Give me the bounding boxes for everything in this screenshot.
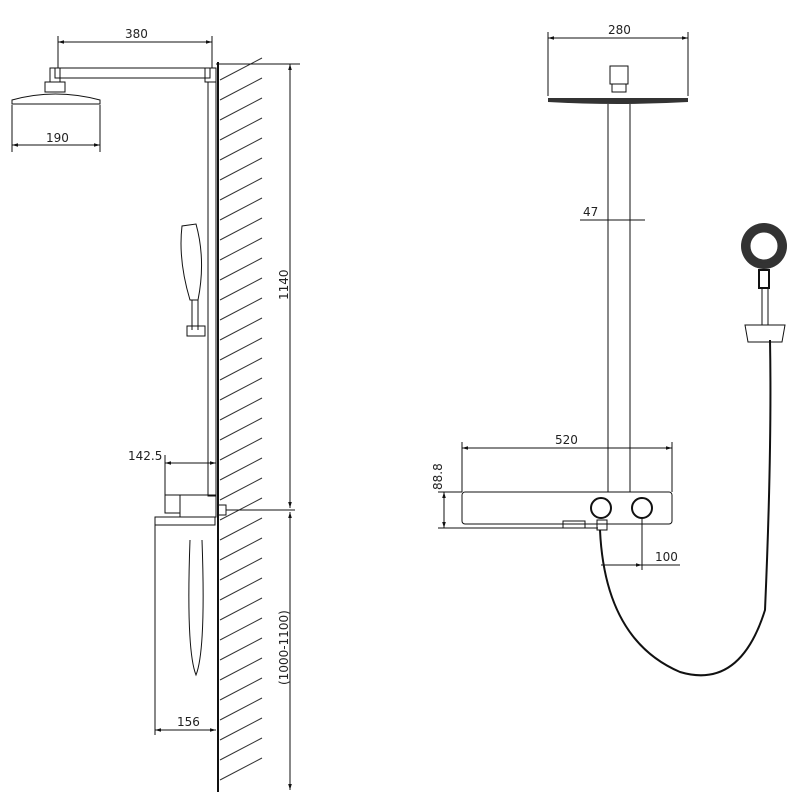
wall-hatch-line bbox=[219, 597, 263, 621]
wall-hatch-line bbox=[219, 437, 263, 461]
wall-hatch-line bbox=[219, 137, 263, 161]
riser-pipe bbox=[207, 81, 217, 497]
mixer-body-side bbox=[154, 494, 295, 526]
hose bbox=[599, 339, 772, 677]
wall-hatch-line bbox=[219, 557, 263, 581]
wall-hatch-line bbox=[219, 617, 263, 641]
dim-knob-spacing: 100 bbox=[655, 550, 678, 564]
dim-pipe-diameter: 47 bbox=[583, 205, 598, 219]
wall-hatch-line bbox=[219, 217, 263, 241]
shelf-mixer bbox=[461, 491, 673, 531]
wall-hatch-line bbox=[219, 377, 263, 401]
dim-head-width: 280 bbox=[608, 23, 631, 37]
dim-install-height: (1000-1100) bbox=[277, 610, 291, 685]
wall-hatch-line bbox=[219, 317, 263, 341]
wall-hatch-line bbox=[219, 457, 263, 481]
riser-pipe-front bbox=[607, 104, 631, 492]
wall-hatch-line bbox=[219, 117, 263, 141]
wall-hatch-line bbox=[219, 277, 263, 301]
dim-height-total: 1140 bbox=[277, 269, 291, 300]
wall-hatch-line bbox=[219, 417, 263, 441]
wall-hatch-line bbox=[219, 237, 263, 261]
wall-hatch-line bbox=[219, 677, 263, 701]
wall-hatch-line bbox=[219, 297, 263, 321]
wall-hatch-line bbox=[219, 657, 263, 681]
wall-hatch-line bbox=[219, 177, 263, 201]
wall-hatch-line bbox=[219, 577, 263, 601]
shower-arm bbox=[49, 67, 217, 83]
temperature-knob bbox=[590, 497, 612, 519]
hand-shower-front bbox=[741, 223, 787, 343]
wall-hatch-line bbox=[219, 497, 263, 521]
dim-mixer-offset: 142.5 bbox=[128, 449, 162, 463]
wall-hatch-line bbox=[219, 157, 263, 181]
wall-hatch-line bbox=[219, 757, 263, 781]
wall-hatch-line bbox=[219, 257, 263, 281]
wall-hatch-line bbox=[219, 477, 263, 501]
wall-hatch-line bbox=[219, 97, 263, 121]
wall-hatch-line bbox=[219, 537, 263, 561]
rain-head-side bbox=[11, 81, 101, 105]
dim-shelf-width: 520 bbox=[555, 433, 578, 447]
wall-hatch-line bbox=[219, 397, 263, 421]
wall-hatch-line bbox=[219, 357, 263, 381]
hand-shower-side bbox=[180, 223, 206, 677]
wall-hatch-line bbox=[219, 517, 263, 541]
wall-hatch-line bbox=[219, 197, 263, 221]
wall bbox=[217, 57, 263, 792]
wall-hatch-line bbox=[219, 697, 263, 721]
dim-arm-length: 380 bbox=[125, 27, 148, 41]
dim-shelf-height: 88.8 bbox=[431, 463, 445, 490]
wall-hatch-line bbox=[219, 737, 263, 761]
wall-hatch-line bbox=[219, 77, 263, 101]
dim-head-diameter: 190 bbox=[46, 131, 69, 145]
wall-hatch-line bbox=[219, 717, 263, 741]
wall-hatch-line bbox=[219, 637, 263, 661]
rain-head-front bbox=[548, 65, 688, 104]
dim-shelf-depth: 156 bbox=[177, 715, 200, 729]
flow-knob bbox=[631, 497, 653, 519]
side-view: 380 190 1140 (1000-1100) 142.5 156 bbox=[11, 27, 300, 792]
wall-hatch-line bbox=[219, 337, 263, 361]
front-view: 280 47 520 88.8 100 bbox=[431, 23, 787, 677]
wall-hatch-line bbox=[219, 57, 263, 81]
